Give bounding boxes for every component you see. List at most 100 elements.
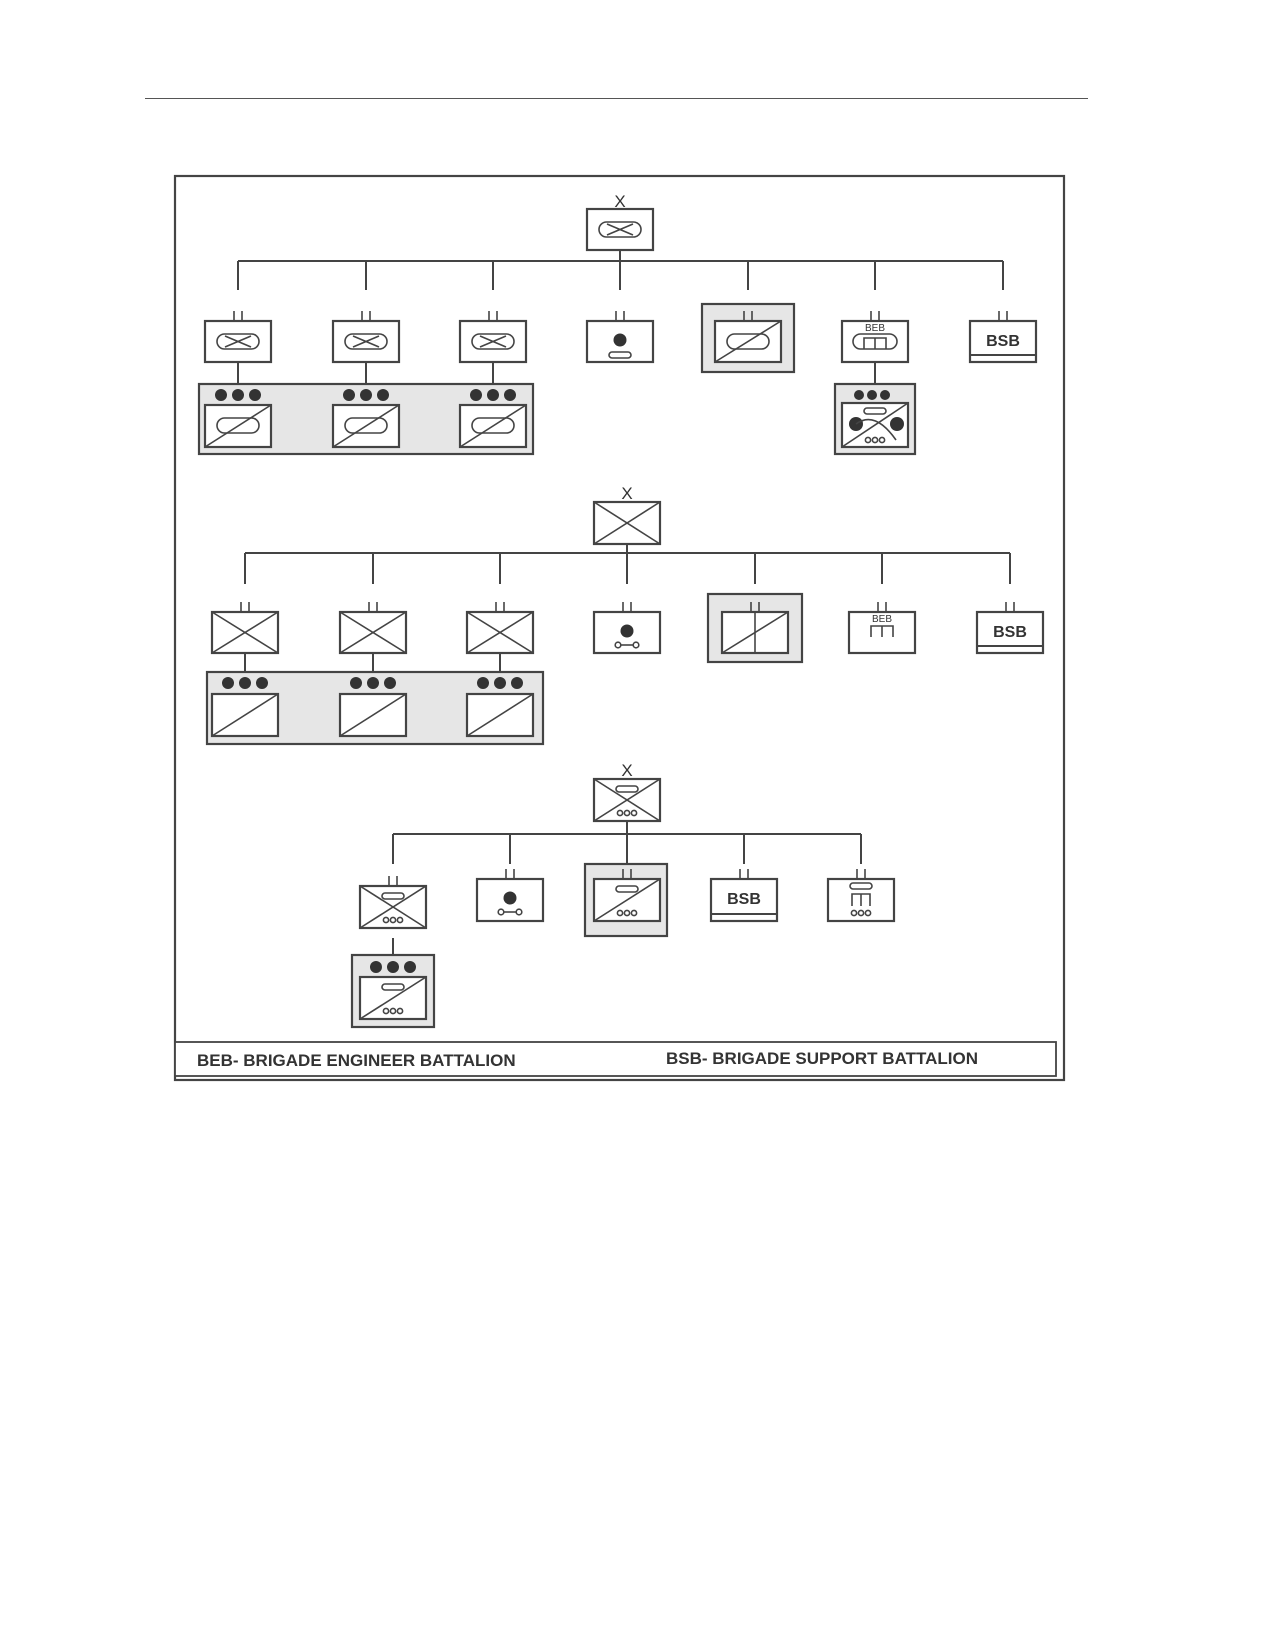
echelon-battalion-marks bbox=[1005, 602, 1015, 612]
wheeled-oval-icon bbox=[863, 407, 887, 415]
brigade-hq-armored: X bbox=[585, 192, 655, 252]
legend-beb-text: BEB- BRIGADE ENGINEER BATTALION bbox=[197, 1051, 516, 1070]
echelon-battalion-marks bbox=[615, 311, 625, 321]
engineer-icon bbox=[870, 625, 894, 637]
forward-support-company-1 bbox=[210, 677, 280, 738]
arc-icon bbox=[855, 418, 897, 441]
echelon-battalion-marks bbox=[877, 602, 887, 612]
cavalry-slash-icon bbox=[332, 404, 400, 448]
armor-oval-icon bbox=[726, 333, 770, 350]
echelon-battalion-marks bbox=[622, 602, 632, 612]
echelon-company-dots bbox=[215, 389, 261, 401]
brigade-support-battalion-stryker: BSB bbox=[709, 869, 779, 923]
forward-support-company-2 bbox=[331, 389, 401, 449]
echelon-battalion-marks bbox=[488, 311, 498, 321]
diagram-frame bbox=[173, 174, 1066, 1082]
cavalry-slash-icon bbox=[841, 402, 909, 448]
towed-icon bbox=[497, 908, 523, 916]
cavalry-squadron-infantry bbox=[706, 592, 804, 664]
unit-frame bbox=[585, 319, 655, 364]
echelon-battalion-marks bbox=[750, 602, 760, 612]
legend-box bbox=[174, 1041, 1057, 1077]
wheeled-oval-icon bbox=[381, 892, 405, 900]
cavalry-slash-icon bbox=[466, 693, 534, 737]
wheels-icon bbox=[850, 909, 872, 917]
armor-oval-icon bbox=[344, 417, 388, 434]
field-artillery-battalion-infantry bbox=[592, 602, 662, 655]
echelon-battalion-marks bbox=[495, 602, 505, 612]
org-chart-armored-brigade: X bbox=[197, 192, 1038, 456]
bsb-label: BSB bbox=[727, 891, 761, 908]
wheels-icon bbox=[616, 809, 638, 817]
infantry-battalion-2 bbox=[338, 602, 408, 655]
connector-lines bbox=[237, 250, 1004, 384]
cavalry-slash-icon bbox=[359, 976, 427, 1020]
bsb-label: BSB bbox=[986, 333, 1020, 350]
infantry-cross-icon bbox=[211, 611, 279, 654]
echelon-battalion-marks bbox=[622, 869, 632, 879]
brigade-support-battalion-armored: BSB bbox=[968, 311, 1038, 364]
combined-arms-battalion-2 bbox=[331, 311, 401, 364]
echelon-battalion-marks bbox=[368, 602, 378, 612]
brigade-engineer-battalion-stryker bbox=[826, 869, 896, 923]
engineer-support-company-armored bbox=[833, 382, 917, 456]
combined-arms-battalion-3 bbox=[458, 311, 528, 364]
echelon-company-dots bbox=[370, 961, 416, 973]
tracked-oval-icon bbox=[608, 351, 632, 359]
forward-support-companies-armored bbox=[197, 382, 535, 456]
echelon-company-dots bbox=[222, 677, 268, 689]
echelon-battalion-marks bbox=[739, 869, 749, 879]
wheels-icon bbox=[864, 436, 886, 444]
wheels-icon bbox=[382, 1007, 404, 1015]
echelon-company-dots bbox=[350, 677, 396, 689]
cavalry-squadron-armored bbox=[700, 302, 796, 374]
wheeled-oval-icon bbox=[615, 885, 639, 893]
echelon-battalion-marks bbox=[240, 602, 250, 612]
echelon-company-dots bbox=[854, 390, 890, 400]
brigade-support-battalion-infantry: BSB bbox=[975, 602, 1045, 655]
connector-lines bbox=[392, 821, 862, 955]
artillery-dot-icon bbox=[620, 624, 634, 638]
wheeled-oval-icon bbox=[615, 785, 639, 793]
echelon-battalion-marks bbox=[388, 876, 398, 886]
artillery-dot-icon bbox=[890, 417, 904, 431]
echelon-brigade-label: X bbox=[621, 484, 632, 503]
artillery-dot-icon bbox=[503, 891, 517, 905]
brigade-engineer-battalion-infantry: BEB bbox=[847, 602, 917, 655]
bsb-label: BSB bbox=[993, 624, 1027, 641]
cavalry-slash-icon bbox=[714, 320, 782, 363]
cavalry-slash-icon bbox=[459, 404, 527, 448]
infantry-cross-icon bbox=[339, 611, 407, 654]
armor-oval-icon bbox=[471, 417, 515, 434]
echelon-battalion-marks bbox=[505, 869, 515, 879]
cavalry-slash-icon bbox=[593, 878, 661, 922]
beb-label: BEB bbox=[865, 323, 885, 334]
artillery-dot-icon bbox=[613, 333, 627, 347]
echelon-brigade-label: X bbox=[621, 761, 632, 780]
forward-support-company-3 bbox=[458, 389, 528, 449]
infantry-cross-icon bbox=[593, 778, 661, 822]
echelon-battalion-marks bbox=[361, 311, 371, 321]
towed-icon bbox=[614, 641, 640, 649]
page-header-rule bbox=[145, 98, 1088, 99]
echelon-battalion-marks bbox=[743, 311, 753, 321]
org-chart-stryker-brigade: X bbox=[350, 761, 896, 1029]
field-artillery-battalion-stryker bbox=[475, 869, 545, 923]
armor-infantry-icon bbox=[471, 333, 515, 350]
connector-lines bbox=[244, 544, 1011, 672]
infantry-cross-icon bbox=[593, 501, 661, 545]
wheeled-oval-icon bbox=[849, 882, 873, 890]
forward-support-company-stryker bbox=[350, 953, 436, 1029]
echelon-battalion-marks bbox=[233, 311, 243, 321]
echelon-company-dots bbox=[343, 389, 389, 401]
wheels-icon bbox=[616, 909, 638, 917]
unit-frame bbox=[592, 610, 662, 655]
echelon-battalion-marks bbox=[856, 869, 866, 879]
wheels-icon bbox=[382, 916, 404, 924]
echelon-battalion-marks bbox=[870, 311, 880, 321]
forward-support-company-1 bbox=[203, 389, 273, 449]
engineer-icon bbox=[851, 893, 871, 906]
brigade-hq-infantry: X bbox=[592, 484, 662, 546]
combined-arms-battalion-1 bbox=[203, 311, 273, 364]
